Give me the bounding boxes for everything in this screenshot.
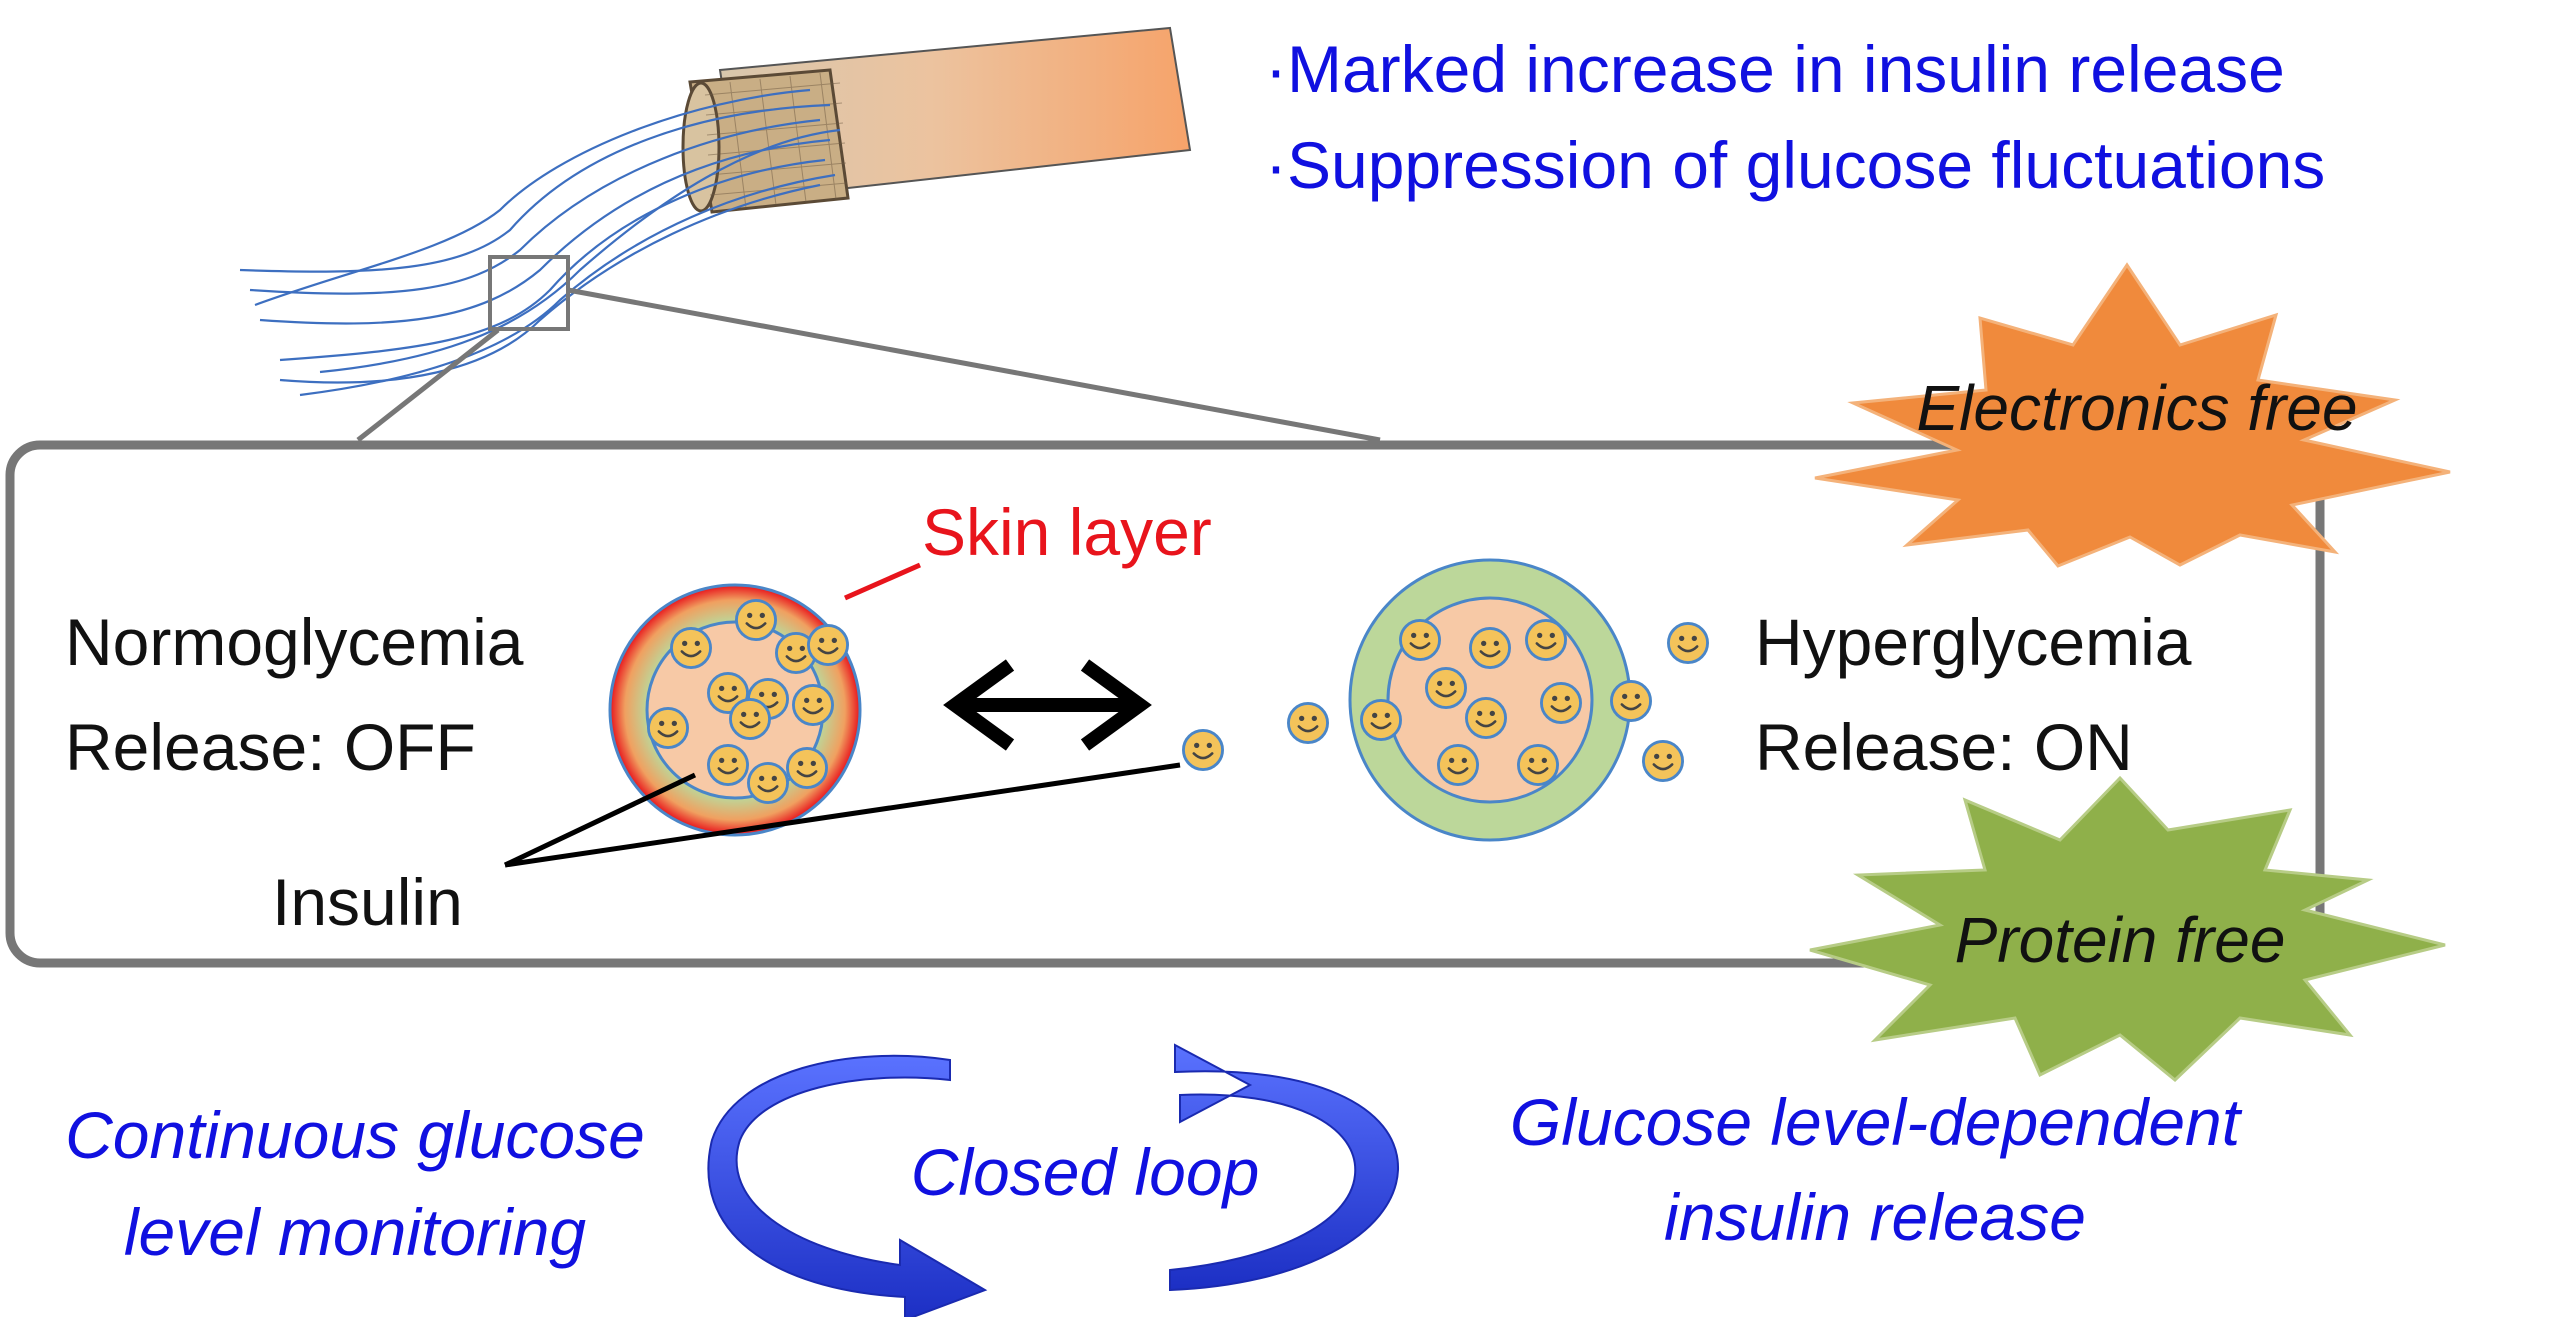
protein-free-label: Protein free [1955, 904, 2286, 976]
insulin-leaders [503, 762, 1181, 868]
bullet-glucose-fluctuations: ·Suppression of glucose fluctuations [1265, 128, 2325, 202]
skin-layer-leader [843, 562, 922, 601]
release-label-line2: insulin release [1664, 1180, 2086, 1254]
normoglycemia-label: Normoglycemia [65, 605, 524, 679]
closed-loop-arrows [707, 1043, 1400, 1317]
loop-arrow-right [1169, 1043, 1400, 1292]
electronics-free-badge: Electronics free [1814, 262, 2451, 568]
hyperglycemia-label: Hyperglycemia [1755, 605, 2192, 679]
green-starburst [1809, 775, 2446, 1083]
microgel-on [1287, 558, 1709, 842]
loop-arrow-left [707, 1054, 988, 1317]
reversible-arrow [943, 659, 1152, 751]
release-off-label: Release: OFF [65, 710, 476, 784]
zoom-line-left [356, 328, 500, 442]
insulin-free-particle [1182, 729, 1224, 771]
detail-panel [5, 440, 2325, 968]
insulin-label: Insulin [272, 865, 463, 939]
bullet-insulin-release: ·Marked increase in insulin release [1265, 32, 2285, 106]
implant-device [239, 26, 1381, 443]
protein-free-badge: Protein free [1809, 775, 2446, 1083]
orange-starburst [1814, 262, 2451, 568]
monitoring-label-line1: Continuous glucose [65, 1098, 645, 1172]
release-on-label: Release: ON [1755, 710, 2133, 784]
electronics-free-label: Electronics free [1916, 372, 2357, 444]
device-fibers [239, 88, 841, 397]
closed-loop-label: Closed loop [911, 1135, 1260, 1209]
zoom-box [488, 255, 570, 331]
skin-layer-label: Skin layer [922, 495, 1212, 569]
microgel-off [608, 583, 862, 837]
release-label-line1: Glucose level-dependent [1510, 1085, 2243, 1159]
monitoring-label-line2: level monitoring [124, 1195, 587, 1269]
zoom-line-right [567, 287, 1381, 443]
